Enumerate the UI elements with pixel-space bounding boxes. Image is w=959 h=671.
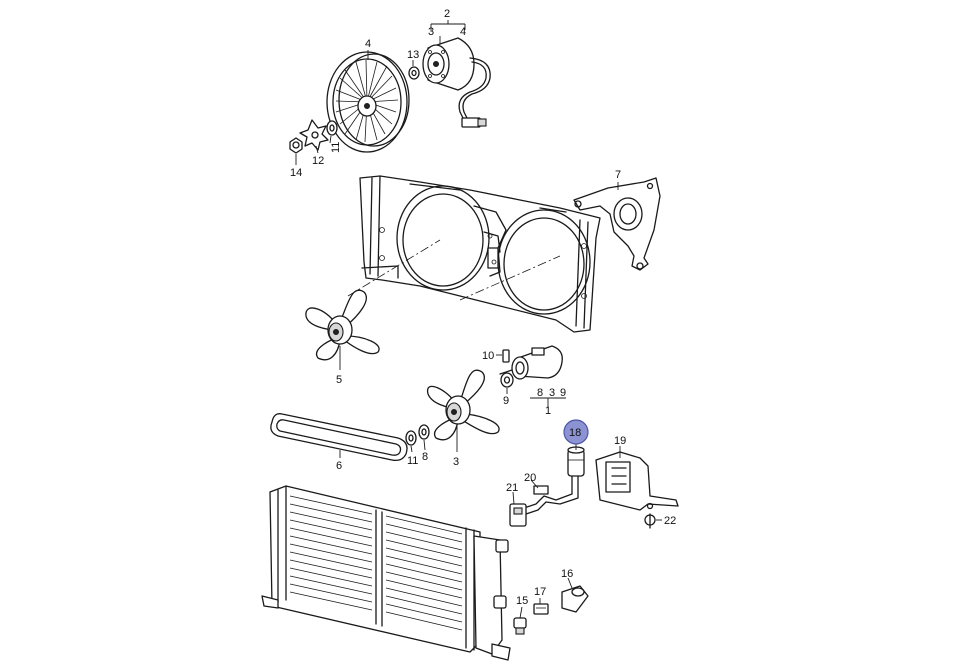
- nut-part-9-upper[interactable]: [500, 372, 514, 388]
- callout-17[interactable]: 17: [534, 586, 546, 598]
- radiator[interactable]: [261, 485, 511, 661]
- callout-14[interactable]: 14: [290, 167, 302, 179]
- fan-wheel-part-4[interactable]: [326, 51, 410, 153]
- highlight-circle-18: [563, 419, 589, 445]
- callout-3[interactable]: 3: [453, 456, 459, 468]
- spider-clip-part-12[interactable]: [299, 119, 329, 151]
- callout-10[interactable]: 10: [482, 350, 494, 362]
- connector-part-21[interactable]: [509, 503, 527, 527]
- callout-4[interactable]: 4: [365, 38, 371, 50]
- callout-6[interactable]: 6: [336, 460, 342, 472]
- fan-part-5[interactable]: [305, 289, 380, 361]
- fan-shroud-housing[interactable]: [359, 175, 601, 333]
- sensor-part-18[interactable]: [567, 446, 585, 477]
- callout-8-upper[interactable]: 8: [537, 387, 543, 399]
- callout-3-upper[interactable]: 3: [549, 387, 555, 399]
- callout-13[interactable]: 13: [407, 49, 419, 61]
- callout-19[interactable]: 19: [614, 435, 626, 447]
- leader-lines: [295, 20, 662, 619]
- nut-part-14[interactable]: [289, 137, 303, 154]
- washer-part-13[interactable]: [408, 66, 420, 80]
- relay-bracket-part-19[interactable]: [595, 451, 679, 511]
- callout-20[interactable]: 20: [524, 472, 536, 484]
- callout-1[interactable]: 1: [545, 405, 551, 417]
- screw-part-22[interactable]: [644, 513, 656, 529]
- callout-5[interactable]: 5: [336, 374, 342, 386]
- callout-22[interactable]: 22: [664, 515, 676, 527]
- wiring-harness-part-20[interactable]: [523, 469, 579, 515]
- boot-part-16[interactable]: [561, 585, 589, 613]
- callout-8[interactable]: 8: [422, 451, 428, 463]
- clip-part-17[interactable]: [533, 603, 549, 615]
- callout-labels: 2 3 4 4 13 14 12 11 7 10 9 8 3 9 1 5 6 1…: [290, 8, 676, 607]
- callout-11[interactable]: 11: [407, 455, 418, 467]
- fan-motor-part-2[interactable]: [422, 37, 491, 128]
- callout-16[interactable]: 16: [561, 568, 573, 580]
- callout-3-top[interactable]: 3: [428, 26, 434, 38]
- washer-part-11-center[interactable]: [405, 430, 417, 446]
- washer-part-8-center[interactable]: [418, 424, 430, 440]
- callout-2[interactable]: 2: [444, 8, 450, 20]
- callout-4-top[interactable]: 4: [460, 26, 466, 38]
- callout-9-upper[interactable]: 9: [503, 395, 509, 407]
- callout-7[interactable]: 7: [615, 169, 621, 181]
- belt-part-6[interactable]: [270, 413, 408, 462]
- callout-18[interactable]: 18: [569, 427, 581, 439]
- callout-12[interactable]: 12: [312, 155, 324, 167]
- callout-11-top[interactable]: 11: [330, 142, 342, 153]
- pin-part-10[interactable]: [502, 349, 510, 363]
- washer-part-11-top[interactable]: [326, 120, 338, 136]
- bracket-part-7[interactable]: [573, 177, 661, 271]
- switch-part-15[interactable]: [513, 617, 527, 635]
- callout-21[interactable]: 21: [506, 482, 518, 494]
- centerline-5: [347, 239, 441, 297]
- callout-15[interactable]: 15: [516, 595, 528, 607]
- centerline-3: [459, 255, 561, 301]
- fan-part-3[interactable]: [427, 369, 500, 441]
- callout-9-upper-right[interactable]: 9: [560, 387, 566, 399]
- fan-motor-part-1[interactable]: [499, 345, 563, 380]
